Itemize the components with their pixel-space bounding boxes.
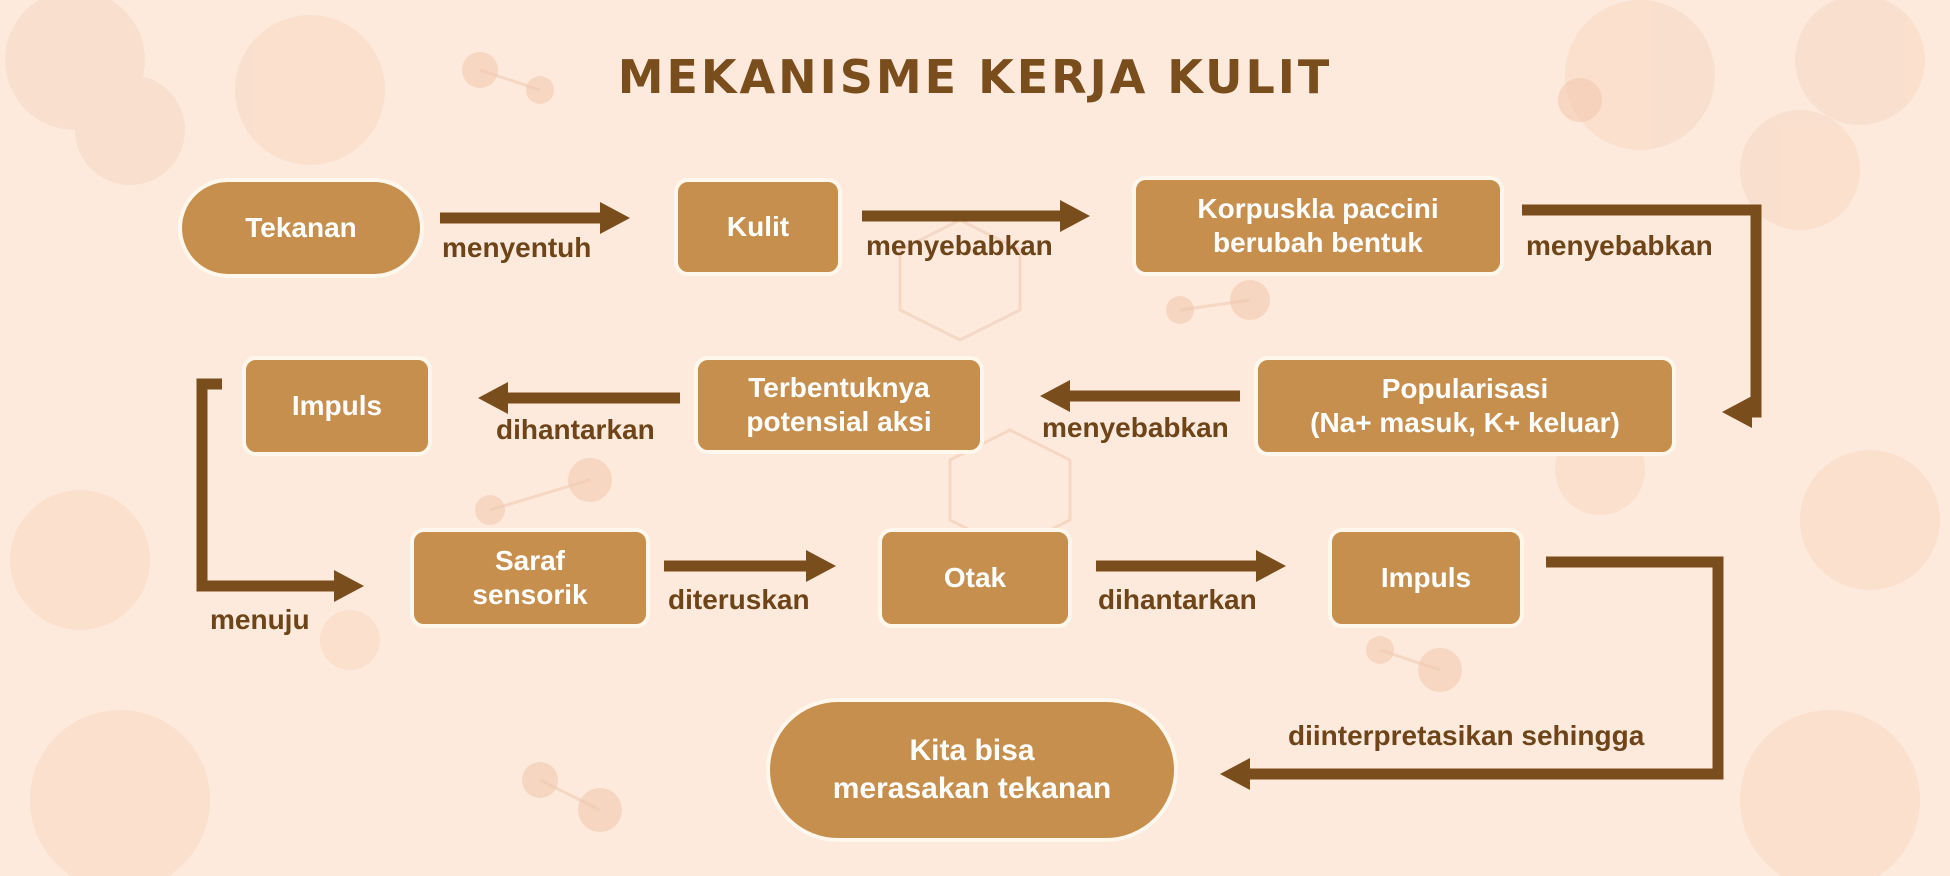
arrow-dihantarkan-2 [1096, 550, 1286, 582]
arrow-menyebabkan-1-head [1060, 200, 1090, 232]
arrow-dihantarkan-1 [478, 382, 680, 414]
edge-label-dihantarkan-2: dihantarkan [1098, 584, 1257, 615]
arrow-menyebabkan-2 [1522, 204, 1762, 428]
node-otak: Otak [878, 528, 1072, 628]
arrow-menyebabkan-2-line [1522, 204, 1762, 418]
arrow-menyentuh-head [600, 202, 630, 234]
arrow-diinterpretasikan-line [1250, 556, 1724, 780]
node-impuls-2: Impuls [1328, 528, 1524, 628]
arrow-menyebabkan-1 [862, 200, 1090, 232]
arrow-diinterpretasikan-head [1220, 758, 1250, 790]
node-korpuskula: Korpuskla paccini berubah bentuk [1132, 176, 1504, 276]
node-potensial-aksi: Terbentuknya potensial aksi [694, 356, 984, 454]
arrow-menuju-head [334, 570, 364, 602]
arrow-dihantarkan-2-head [1256, 550, 1286, 582]
edge-label-menyebabkan-1: menyebabkan [866, 230, 1053, 261]
arrow-diinterpretasikan [1220, 556, 1724, 790]
edge-label-diinterpretasikan: diinterpretasikan sehingga [1288, 720, 1645, 751]
arrow-menyentuh [440, 202, 630, 234]
page-title: MEKANISME KERJA KULIT [617, 50, 1333, 104]
edge-label-diteruskan: diteruskan [668, 584, 810, 615]
arrow-dihantarkan-1-head [478, 382, 508, 414]
node-saraf-sensorik: Saraf sensorik [410, 528, 650, 628]
arrow-menyebabkan-3 [1040, 380, 1240, 412]
arrow-diteruskan [664, 550, 836, 582]
edge-label-menyebabkan-2: menyebabkan [1526, 230, 1713, 261]
node-popularisasi: Popularisasi (Na+ masuk, K+ keluar) [1254, 356, 1676, 456]
arrow-menyebabkan-3-head [1040, 380, 1070, 412]
node-tekanan: Tekanan [178, 178, 424, 278]
node-kesimpulan: Kita bisa merasakan tekanan [766, 698, 1178, 842]
edge-label-menyentuh: menyentuh [442, 232, 592, 263]
arrow-menyebabkan-2-head [1722, 396, 1752, 428]
arrow-menuju [196, 378, 364, 602]
node-impuls-1: Impuls [242, 356, 432, 456]
edge-label-dihantarkan-1: dihantarkan [496, 414, 655, 445]
edge-label-menuju: menuju [210, 604, 310, 635]
arrow-diteruskan-head [806, 550, 836, 582]
arrow-menuju-line [196, 378, 334, 592]
node-kulit: Kulit [674, 178, 842, 276]
edge-label-menyebabkan-3: menyebabkan [1042, 412, 1229, 443]
